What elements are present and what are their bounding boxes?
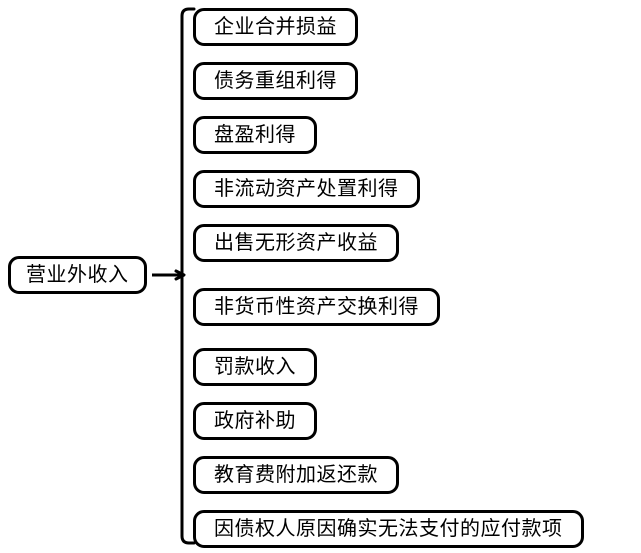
- bracket-notch: [174, 269, 186, 281]
- child-node-5[interactable]: 出售无形资产收益: [193, 224, 399, 262]
- root-node-non-operating-income[interactable]: 营业外收入: [8, 256, 147, 294]
- child-node-7-label: 罚款收入: [214, 356, 296, 378]
- child-node-6-label: 非货币性资产交换利得: [214, 296, 419, 318]
- child-node-2-label: 债务重组利得: [214, 70, 337, 92]
- child-node-5-label: 出售无形资产收益: [214, 232, 378, 254]
- child-node-2[interactable]: 债务重组利得: [193, 62, 358, 100]
- child-node-7[interactable]: 罚款收入: [193, 348, 317, 386]
- child-node-3[interactable]: 盘盈利得: [193, 116, 317, 154]
- root-node-label: 营业外收入: [26, 264, 129, 286]
- child-node-1[interactable]: 企业合并损益: [193, 8, 358, 46]
- child-node-9[interactable]: 教育费附加返还款: [193, 456, 399, 494]
- child-node-8-label: 政府补助: [214, 410, 296, 432]
- child-node-6[interactable]: 非货币性资产交换利得: [193, 288, 440, 326]
- child-node-10[interactable]: 因债权人原因确实无法支付的应付款项: [193, 510, 584, 548]
- child-node-9-label: 教育费附加返还款: [214, 464, 378, 486]
- child-node-4[interactable]: 非流动资产处置利得: [193, 170, 420, 208]
- child-node-10-label: 因债权人原因确实无法支付的应付款项: [214, 518, 563, 540]
- child-node-3-label: 盘盈利得: [214, 124, 296, 146]
- child-node-1-label: 企业合并损益: [214, 16, 337, 38]
- child-node-4-label: 非流动资产处置利得: [214, 178, 399, 200]
- child-node-8[interactable]: 政府补助: [193, 402, 317, 440]
